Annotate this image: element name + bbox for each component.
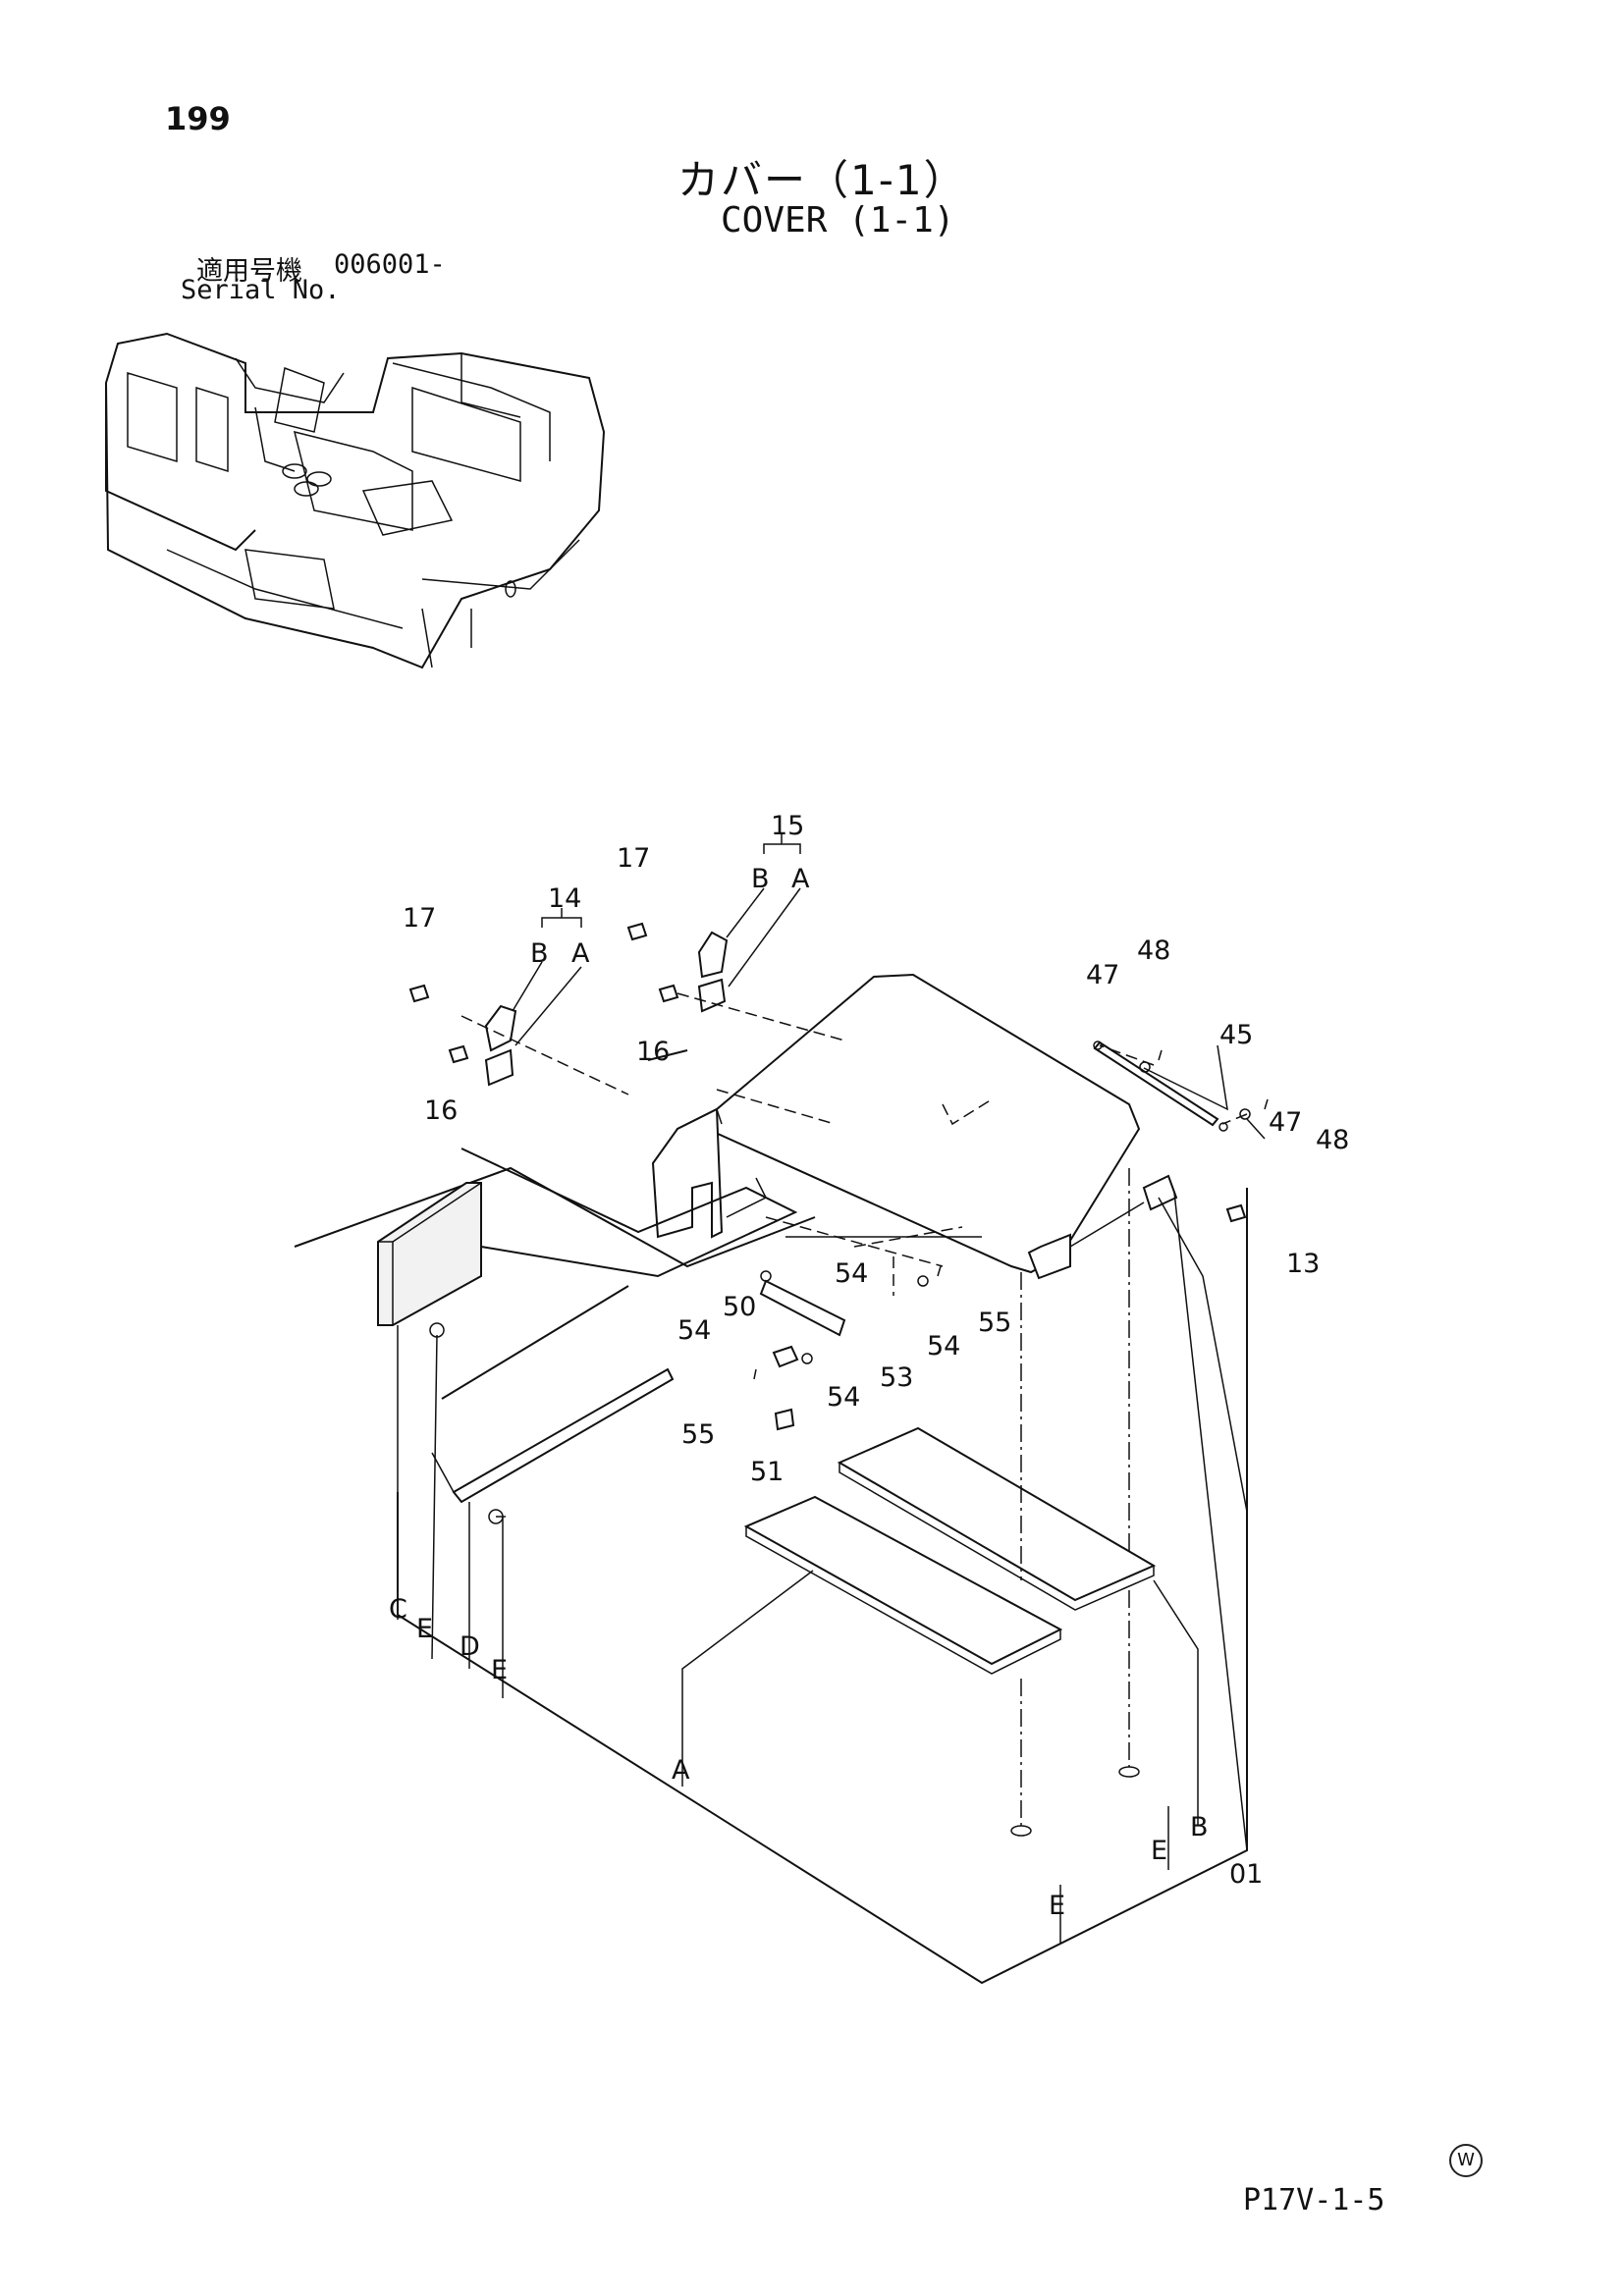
callout-47-right: 47 <box>1269 1107 1302 1138</box>
machine-thumbnail-illustration <box>104 332 606 669</box>
callout-14: 14 <box>548 883 581 914</box>
callout-17-left: 17 <box>403 903 436 934</box>
callout-15: 15 <box>771 811 804 841</box>
serial-number-value: 006001- <box>334 249 446 280</box>
callout-14-b: B <box>530 938 549 969</box>
callout-17-top: 17 <box>617 843 650 874</box>
callout-47-top: 47 <box>1086 960 1119 990</box>
callout-13: 13 <box>1286 1249 1320 1279</box>
callout-48-right: 48 <box>1316 1125 1349 1155</box>
callout-15-b: B <box>751 864 770 894</box>
callout-55-a: 55 <box>978 1308 1011 1338</box>
callout-15-a: A <box>791 864 810 894</box>
callout-54-b: 54 <box>927 1331 960 1362</box>
callout-55-b: 55 <box>681 1419 715 1450</box>
callout-14-a: A <box>571 938 590 969</box>
callout-e-4: E <box>1151 1836 1167 1866</box>
callout-b: B <box>1190 1812 1209 1842</box>
page-code: P17V-1-5 <box>1243 2183 1385 2217</box>
callout-51: 51 <box>750 1457 784 1487</box>
callout-e-3: E <box>1049 1891 1065 1921</box>
watermark-circle-mark: W <box>1449 2144 1483 2177</box>
page-number: 199 <box>165 100 231 137</box>
callout-54-d: 54 <box>827 1382 860 1413</box>
page-title-english: COVER (1-1) <box>721 200 955 240</box>
callout-50: 50 <box>723 1292 756 1322</box>
callout-16-mid: 16 <box>636 1037 670 1067</box>
callout-e-1: E <box>416 1614 433 1644</box>
callout-53: 53 <box>880 1362 913 1393</box>
callout-a: A <box>672 1755 690 1786</box>
callout-48-top: 48 <box>1137 935 1170 966</box>
serial-label-english: Serial No. <box>181 275 341 305</box>
callout-54-a: 54 <box>835 1258 868 1289</box>
callout-54-c: 54 <box>677 1315 711 1346</box>
callout-45: 45 <box>1219 1020 1253 1050</box>
callout-c: C <box>389 1594 407 1625</box>
callout-e-2: E <box>491 1655 508 1685</box>
callout-01: 01 <box>1229 1859 1263 1890</box>
page-title-japanese: カバー（1-1） <box>677 156 967 204</box>
callout-16-left: 16 <box>424 1095 458 1126</box>
callout-d: D <box>460 1631 480 1662</box>
serial-label-japanese: 適用号機 <box>196 256 302 287</box>
